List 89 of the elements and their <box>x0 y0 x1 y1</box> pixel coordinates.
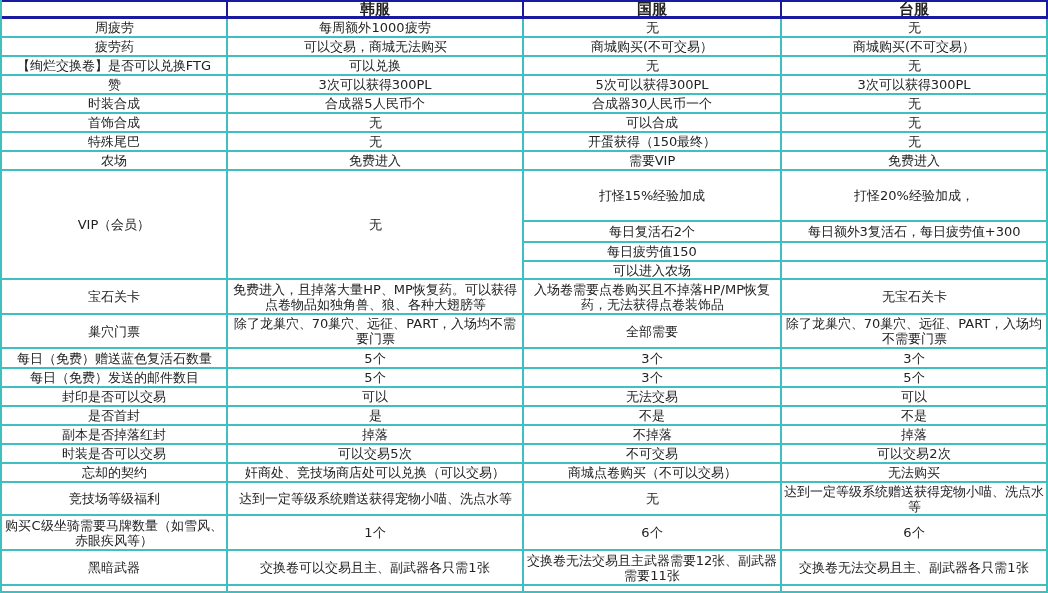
row-header: 巢穴门票 <box>2 315 228 349</box>
row-header: 竞技场等级福利 <box>2 483 228 516</box>
table-cell: 入场卷需要点卷购买且不掉落HP/MP恢复药，无法获得点卷装饰品 <box>524 280 782 315</box>
table-cell: 无 <box>228 114 524 133</box>
table-cell: 可以进入农场 <box>524 262 782 280</box>
table-cell: 全部需要 <box>524 315 782 349</box>
table-cell: 商城购买(不可交易） <box>782 38 1048 57</box>
table-cell: 打怪20%经验加成， <box>782 171 1048 222</box>
table-cell: 是 <box>228 407 524 426</box>
table-cell: 无宝石关卡 <box>782 280 1048 315</box>
table-cell: 交换卷无法交易且主、副武器各只需1张 <box>782 551 1048 586</box>
table-cell: 可以合成 <box>524 114 782 133</box>
table-cell: 3个 <box>524 369 782 388</box>
table-cell: 奸商处、竞技场商店处可以兑换（可以交易） <box>228 464 524 483</box>
table-cell: 无 <box>782 95 1048 114</box>
table-cell: 3次可以获得300PL <box>782 76 1048 95</box>
table-cell: 3个 <box>782 349 1048 369</box>
table-cell: 可以交易5次 <box>228 445 524 464</box>
table-cell: 无法购买 <box>782 464 1048 483</box>
row-header: 【绚烂交换卷】是否可以兑换FTG <box>2 57 228 76</box>
table-cell: 无 <box>782 57 1048 76</box>
table-cell: 3个 <box>524 349 782 369</box>
row-header: 特殊尾巴 <box>2 133 228 152</box>
table-cell: 无 <box>782 114 1048 133</box>
table-cell: 每日额外3复活石，每日疲劳值+300 <box>782 222 1048 243</box>
table-cell: 5次可以获得300PL <box>524 76 782 95</box>
table-cell: 除了龙巢穴、70巢穴、远征、PART，入场均不需要门票 <box>782 315 1048 349</box>
table-cell: 不是 <box>782 407 1048 426</box>
table-cell: 掉落 <box>782 426 1048 445</box>
table-cell: 不是 <box>524 407 782 426</box>
table-cell: 无 <box>228 133 524 152</box>
table-cell: 达到一定等级系统赠送获得宠物小喵、洗点水等 <box>782 483 1048 516</box>
column-header: 国服 <box>524 0 782 19</box>
table-cell: 免费进入 <box>228 152 524 171</box>
table-cell: 合成器30人民币一个 <box>524 95 782 114</box>
table-cell: 6个 <box>524 516 782 551</box>
row-header: 时装合成 <box>2 95 228 114</box>
table-cell: 可以交易，商城无法购买 <box>228 38 524 57</box>
row-header: 周疲劳 <box>2 19 228 38</box>
table-cell: 商城点卷购买（不可以交易） <box>524 464 782 483</box>
table-cell: 可以兑换 <box>228 57 524 76</box>
table-cell: 交换卷无法交易且主武器需要12张、副武器需要11张 <box>524 551 782 586</box>
row-header: 是否首封 <box>2 407 228 426</box>
row-header: 黑暗武器 <box>2 551 228 586</box>
table-cell: 无 <box>524 57 782 76</box>
row-header: VIP（会员） <box>2 171 228 280</box>
table-cell: 达到一定等级系统赠送获得宠物小喵、洗点水等 <box>228 483 524 516</box>
table-cell: 商城购买(不可交易） <box>524 38 782 57</box>
table-cell: 开蛋获得（150最终） <box>524 133 782 152</box>
table-cell: 不可交易 <box>524 445 782 464</box>
table-cell: 1个 <box>228 516 524 551</box>
row-header: 赞 <box>2 76 228 95</box>
table-cell: 每日疲劳值150 <box>524 243 782 262</box>
table-cell: 交换卷可以交易且主、副武器各只需1张 <box>228 551 524 586</box>
table-cell: 可以交易2次 <box>782 445 1048 464</box>
row-header: 忘却的契约 <box>2 464 228 483</box>
table-cell: 无 <box>782 133 1048 152</box>
table-cell: 5个 <box>228 369 524 388</box>
table-cell: 掉落 <box>228 426 524 445</box>
row-header: 时装是否可以交易 <box>2 445 228 464</box>
row-header: 疲劳药 <box>2 38 228 57</box>
table-cell: 每周额外1000疲劳 <box>228 19 524 38</box>
row-header: 每日（免费）发送的邮件数目 <box>2 369 228 388</box>
table-cell: 不掉落 <box>524 426 782 445</box>
table-cell: 3次可以获得300PL <box>228 76 524 95</box>
table-cell: 可以 <box>782 388 1048 407</box>
row-header: 宝石关卡 <box>2 280 228 315</box>
table-cell: 6个 <box>782 516 1048 551</box>
table-cell: 合成器5人民币个 <box>228 95 524 114</box>
row-header: 首饰合成 <box>2 114 228 133</box>
row-header: 每日（免费）赠送蓝色复活石数量 <box>2 349 228 369</box>
table-cell: 无 <box>524 19 782 38</box>
table-cell: 每日复活石2个 <box>524 222 782 243</box>
table-cell: 免费进入，且掉落大量HP、MP恢复药。可以获得点卷物品如独角兽、狼、各种大翅膀等 <box>228 280 524 315</box>
table-cell: 无 <box>782 19 1048 38</box>
table-cell: 无 <box>524 483 782 516</box>
table-cell: 5个 <box>782 369 1048 388</box>
row-header: 农场 <box>2 152 228 171</box>
table-cell: 免费进入 <box>782 152 1048 171</box>
table-cell: 可以 <box>228 388 524 407</box>
table-cell: 5个 <box>228 349 524 369</box>
row-header: 购买C级坐骑需要马牌数量（如雪风、赤眼疾风等） <box>2 516 228 551</box>
table-cell: 除了龙巢穴、70巢穴、远征、PART，入场均不需要门票 <box>228 315 524 349</box>
table-cell: 打怪15%经验加成 <box>524 171 782 222</box>
row-header: 封印是否可以交易 <box>2 388 228 407</box>
table-cell: 无法交易 <box>524 388 782 407</box>
table-cell: 无 <box>228 171 524 280</box>
table-cell: 需要VIP <box>524 152 782 171</box>
row-header: 副本是否掉落红封 <box>2 426 228 445</box>
